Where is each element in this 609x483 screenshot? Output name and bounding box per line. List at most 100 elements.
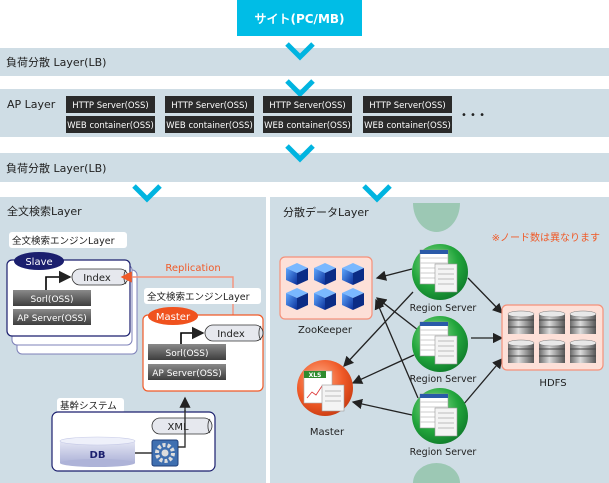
- slave-solr-label: Sorl(OSS): [31, 295, 74, 305]
- disk-stack-icon: [569, 310, 597, 334]
- region-server-partial-bottom: [413, 463, 460, 483]
- http-server-label: HTTP Server(OSS): [269, 101, 345, 111]
- hbase-master-node: XLS Master: [297, 360, 353, 438]
- db-cylinder-icon: DB: [59, 436, 136, 467]
- hdfs-label: HDFS: [539, 378, 566, 389]
- chevron-down-icon: [362, 184, 392, 203]
- cube-icon: [314, 288, 336, 310]
- region-server-node: Region Server: [410, 244, 477, 314]
- http-server-box: [66, 96, 155, 113]
- master-engine-card: Master Index Sorl(OSS) AP Server(OSS): [142, 307, 264, 392]
- web-container-label: WEB container(OSS): [364, 121, 451, 131]
- slave-index-cylinder: Index: [71, 268, 129, 286]
- region-server-label: Region Server: [410, 374, 477, 385]
- ap-server-stack: HTTP Server(OSS) WEB container(OSS): [165, 96, 254, 133]
- slave-ap-server-box: [13, 309, 91, 325]
- lb-layer-bottom-label: 負荷分散 Layer(LB): [6, 161, 106, 175]
- core-system-box: XML DB: [51, 410, 216, 472]
- cube-icon: [342, 288, 364, 310]
- master-engine-label: 全文検索エンジンLayer: [147, 291, 250, 303]
- xml-label: XML: [167, 422, 188, 433]
- replication-arrow: [120, 271, 234, 325]
- master-solr-box: [148, 344, 226, 360]
- http-server-box: [165, 96, 254, 113]
- disk-stack-icon: [538, 339, 566, 363]
- spreadsheet-icon: XLS: [303, 370, 345, 412]
- ap-server-stack: HTTP Server(OSS) WEB container(OSS): [66, 96, 155, 133]
- gear-icon: [151, 439, 179, 467]
- http-server-box: [263, 96, 352, 113]
- ap-server-list: HTTP Server(OSS)WEB container(OSS)HTTP S…: [66, 96, 452, 133]
- slave-badge-label: Slave: [25, 257, 52, 268]
- site-box: [237, 0, 362, 36]
- disk-stack-icon: [507, 310, 535, 334]
- cube-icon: [342, 263, 364, 285]
- http-server-label: HTTP Server(OSS): [72, 101, 148, 111]
- slave-ap-server-label: AP Server(OSS): [17, 314, 87, 324]
- master-solr-label: Sorl(OSS): [166, 349, 209, 359]
- document-table-icon: [419, 249, 458, 293]
- distributed-layer-title: 分散データLayer: [283, 205, 369, 219]
- ap-server-stack: HTTP Server(OSS) WEB container(OSS): [363, 96, 452, 133]
- web-container-box: [263, 116, 352, 133]
- ap-ellipsis: • • •: [461, 110, 485, 121]
- http-server-box: [363, 96, 452, 113]
- zookeeper-cube-icons: [286, 263, 364, 310]
- web-container-label: WEB container(OSS): [166, 121, 253, 131]
- slave-badge: [14, 252, 64, 270]
- fulltext-layer-title: 全文検索Layer: [7, 204, 82, 218]
- chevron-down-icon: [285, 144, 315, 163]
- web-container-box: [165, 116, 254, 133]
- cube-icon: [314, 263, 336, 285]
- ap-layer-label: AP Layer: [7, 98, 56, 111]
- disk-stack-icon: [538, 310, 566, 334]
- master-badge: [148, 307, 198, 325]
- master-node-label: Master: [310, 427, 345, 438]
- web-container-label: WEB container(OSS): [67, 121, 154, 131]
- cube-icon: [286, 288, 308, 310]
- connection-arrows: [343, 268, 504, 416]
- http-server-label: HTTP Server(OSS): [171, 101, 247, 111]
- xls-icon-text: XLS: [309, 372, 322, 379]
- region-server-label: Region Server: [410, 303, 477, 314]
- xml-to-master-line: [178, 410, 186, 448]
- master-engine-label-bg: [144, 288, 261, 304]
- http-server-label: HTTP Server(OSS): [369, 101, 445, 111]
- node-count-note: ※ノード数は異なります: [492, 231, 600, 244]
- chevron-down-icon: [132, 184, 162, 203]
- document-table-icon: [419, 321, 458, 365]
- slave-index-arrow: [45, 270, 72, 290]
- disk-stack-icon: [507, 339, 535, 363]
- chevron-down-icon: [285, 79, 315, 98]
- lb-layer-top-label: 負荷分散 Layer(LB): [6, 55, 106, 69]
- master-index-cylinder: Index: [204, 324, 264, 342]
- db-label: DB: [90, 450, 106, 461]
- xml-cylinder: XML: [151, 417, 213, 435]
- master-ap-server-box: [148, 364, 226, 380]
- region-server-node: Region Server: [410, 388, 477, 458]
- core-system-label-bg: [57, 398, 124, 413]
- slave-index-label: Index: [83, 273, 111, 284]
- web-container-box: [66, 116, 155, 133]
- master-badge-label: Master: [156, 312, 191, 323]
- region-server-label: Region Server: [410, 447, 477, 458]
- site-label: サイト(PC/MB): [254, 12, 344, 26]
- replication-label: Replication: [165, 263, 220, 274]
- slave-engine-label: 全文検索エンジンLayer: [12, 235, 115, 247]
- core-system-label: 基幹システム: [60, 400, 117, 412]
- slave-engine-label-bg: [9, 232, 127, 248]
- web-container-box: [363, 116, 452, 133]
- region-server-node: Region Server: [410, 316, 477, 385]
- slave-solr-box: [13, 290, 91, 306]
- zookeeper-label: ZooKeeper: [298, 325, 353, 336]
- hdfs-disk-icons: [507, 310, 597, 363]
- document-table-icon: [419, 393, 458, 437]
- web-container-label: WEB container(OSS): [264, 121, 351, 131]
- disk-stack-icon: [569, 339, 597, 363]
- master-index-arrow: [180, 326, 205, 345]
- cube-icon: [286, 263, 308, 285]
- region-server-partial-top: [413, 203, 460, 232]
- ap-server-stack: HTTP Server(OSS) WEB container(OSS): [263, 96, 352, 133]
